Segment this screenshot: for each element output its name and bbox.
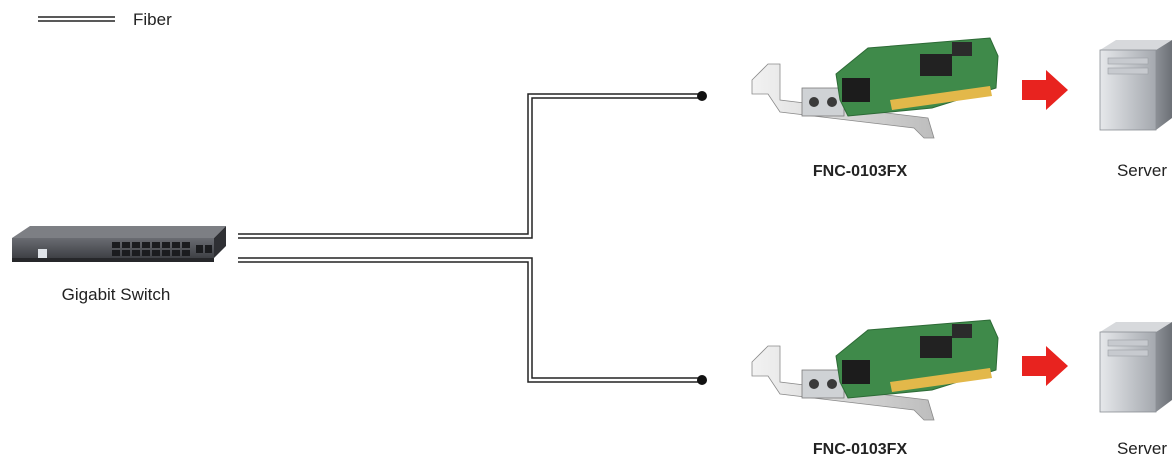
fiber-legend-label: Fiber (133, 10, 172, 29)
fiber-link-top (238, 93, 702, 239)
server-icon (1099, 40, 1172, 131)
link-endpoint-dot (697, 375, 707, 385)
red-arrow-icon (1022, 346, 1068, 386)
fiber-legend-icon (38, 16, 115, 22)
gigabit-switch-icon (12, 226, 226, 262)
card-label: FNC-0103FX (813, 441, 908, 458)
switch-label: Gigabit Switch (62, 285, 171, 304)
card-label: FNC-0103FX (813, 163, 908, 180)
fiber-nic-card-icon (751, 37, 999, 139)
fiber-link-bottom (238, 257, 702, 383)
link-endpoint-dot (697, 91, 707, 101)
red-arrow-icon (1022, 70, 1068, 110)
server-icon (1099, 322, 1172, 413)
legend: Fiber (38, 10, 172, 29)
fiber-nic-card-icon (751, 319, 999, 421)
server-label: Server (1117, 439, 1167, 458)
server-label: Server (1117, 161, 1167, 180)
